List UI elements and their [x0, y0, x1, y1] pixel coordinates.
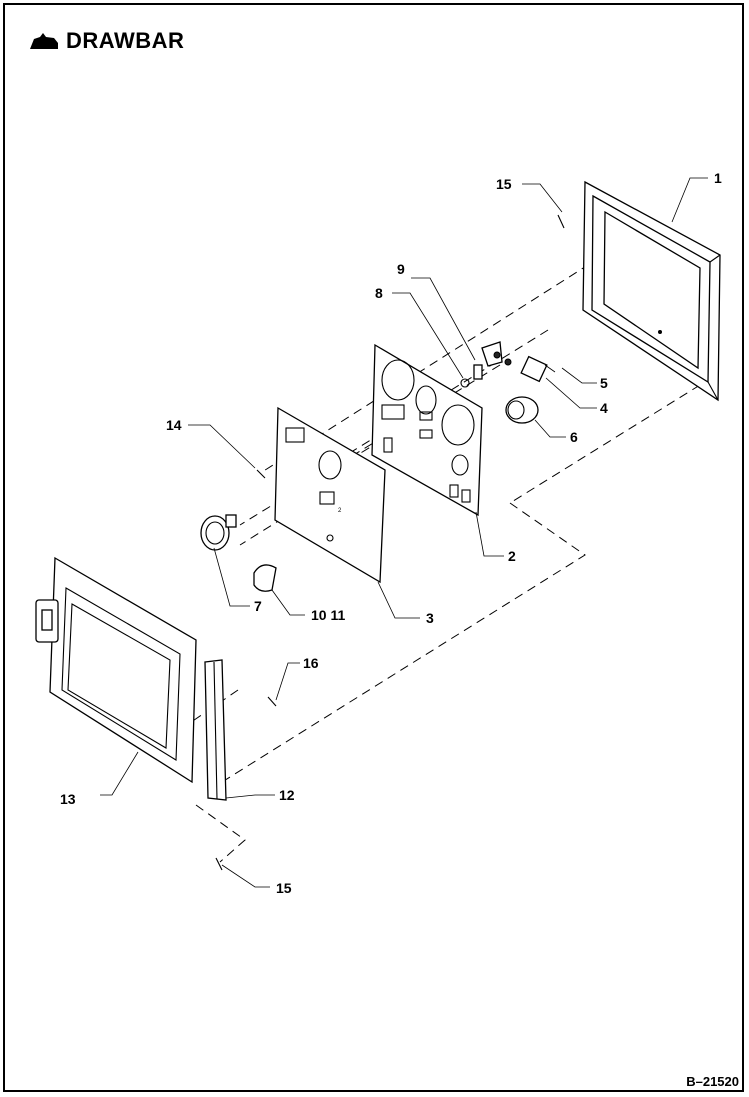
callout-10-11: 10 11 — [311, 607, 345, 623]
header: DRAWBAR — [28, 28, 184, 54]
bobcat-head-icon — [30, 33, 58, 49]
callout-9: 9 — [397, 261, 405, 277]
part-connector — [520, 355, 556, 383]
part-instrument-panel — [371, 343, 483, 517]
callout-6: 6 — [570, 429, 578, 445]
callout-labels: 1 15 9 8 5 4 6 14 2 3 7 10 11 16 12 13 1… — [60, 170, 722, 896]
callout-15-top: 15 — [496, 176, 512, 192]
page-title: DRAWBAR — [66, 28, 185, 53]
part-gauge — [200, 514, 237, 551]
callout-5: 5 — [600, 375, 608, 391]
callout-1: 1 — [714, 170, 722, 186]
callout-12: 12 — [279, 787, 295, 803]
callout-16: 16 — [303, 655, 319, 671]
part-front-cover — [35, 556, 197, 784]
document-id: B–21520 — [686, 1074, 739, 1089]
callout-2: 2 — [508, 548, 516, 564]
part-motor — [505, 396, 539, 424]
part-bracket — [460, 341, 512, 388]
part-front-plate: 2 — [274, 406, 386, 584]
callout-15-bottom: 15 — [276, 880, 292, 896]
part-rear-frame — [582, 180, 721, 402]
callout-7: 7 — [254, 598, 262, 614]
svg-text:2: 2 — [338, 508, 342, 514]
part-screws — [215, 214, 565, 871]
callout-3: 3 — [426, 610, 434, 626]
callout-4: 4 — [600, 400, 608, 416]
part-knob — [253, 564, 277, 592]
part-side-rail — [204, 659, 227, 801]
callout-8: 8 — [375, 285, 383, 301]
callout-13: 13 — [60, 791, 76, 807]
page-border — [3, 3, 744, 1092]
callout-14: 14 — [166, 417, 182, 433]
leader-lines — [100, 177, 708, 888]
